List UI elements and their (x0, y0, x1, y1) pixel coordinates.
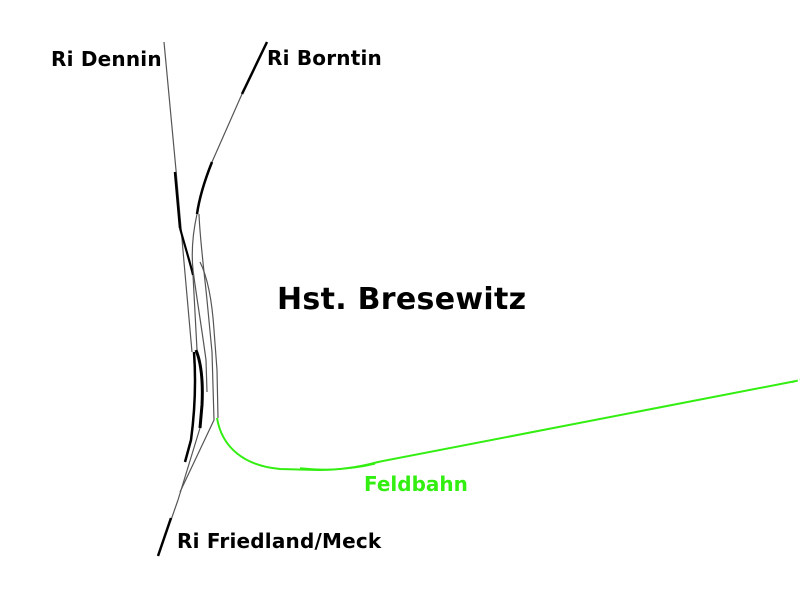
track-ri-friedland-bold (156, 517, 173, 557)
feldbahn-track-end (791, 379, 800, 383)
track-ri-borntin-bold-curve (195, 161, 214, 215)
label-ri-friedland: Ri Friedland/Meck (177, 529, 382, 553)
station-track-4 (199, 261, 219, 419)
track-converge-1 (179, 351, 215, 493)
station-track-3 (198, 213, 213, 353)
track-ri-dennin-bold (173, 171, 182, 229)
main-track-bold (194, 349, 204, 429)
track-converge-2 (177, 427, 201, 501)
track-ri-borntin-thin (211, 93, 243, 163)
feldbahn-track (216, 380, 797, 472)
label-ri-dennin: Ri Dennin (51, 47, 162, 71)
station-track-5 (192, 269, 208, 393)
main-track-bold-lower (183, 351, 197, 463)
feldbahn-track-siding (299, 463, 376, 471)
station-title: Hst. Bresewitz (277, 282, 527, 317)
label-feldbahn: Feldbahn (364, 472, 468, 496)
track-ri-borntin (240, 41, 269, 95)
track-ri-friedland (170, 499, 179, 521)
station-track-2 (192, 274, 198, 351)
station-track-1 (178, 227, 195, 276)
label-ri-borntin: Ri Borntin (267, 46, 382, 70)
track-borntin-approach (191, 213, 198, 271)
